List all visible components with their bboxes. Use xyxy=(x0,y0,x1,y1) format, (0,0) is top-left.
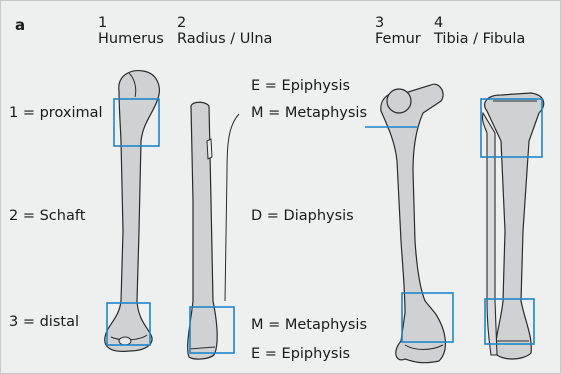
femur-number: 3 xyxy=(375,15,384,32)
humerus-label: Humerus xyxy=(98,31,164,48)
radius-ulna-number: 2 xyxy=(177,15,186,32)
tibia-fibula-label: Tibia / Fibula xyxy=(434,31,525,48)
zone-diaphysis-label: D = Diaphysis xyxy=(251,208,354,225)
femur-label: Femur xyxy=(375,31,421,48)
humerus-illustration xyxy=(105,71,160,352)
radius-ulna-label: Radius / Ulna xyxy=(177,31,272,48)
radius-ulna-illustration xyxy=(188,102,239,359)
zone-metaphysis-top-label: M = Metaphysis xyxy=(251,105,367,122)
region-highlight-boxes xyxy=(107,99,542,353)
femur-illustration xyxy=(365,84,445,363)
zone-metaphysis-bottom-label: M = Metaphysis xyxy=(251,317,367,334)
humerus-number: 1 xyxy=(98,15,107,32)
tibia-fibula-number: 4 xyxy=(434,15,443,32)
region-shaft-label: 2 = Schaft xyxy=(9,208,85,225)
zone-epiphysis-bottom-label: E = Epiphysis xyxy=(251,346,350,363)
zone-epiphysis-top-label: E = Epiphysis xyxy=(251,78,350,95)
region-distal-label: 3 = distal xyxy=(9,314,79,331)
region-proximal-label: 1 = proximal xyxy=(9,105,103,122)
panel-label: a xyxy=(15,17,25,34)
